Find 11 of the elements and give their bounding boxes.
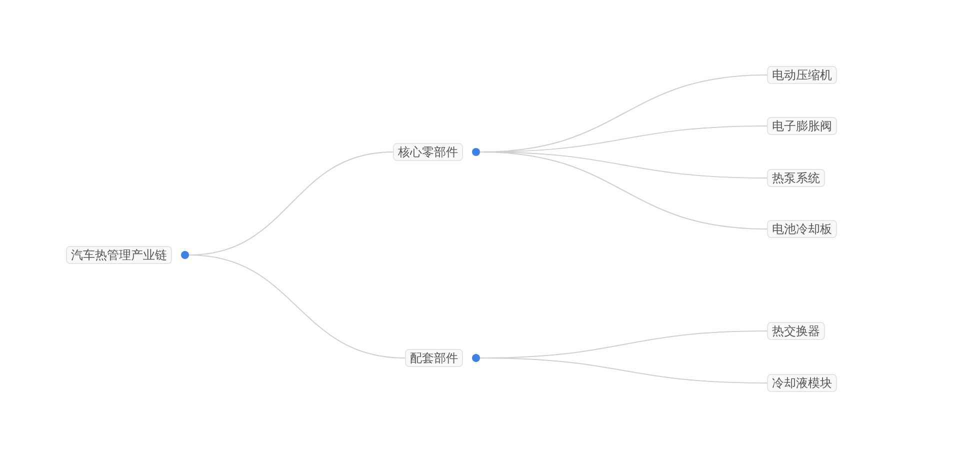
tree-label: 冷却液模块: [767, 374, 837, 392]
tree-label: 配套部件: [405, 349, 463, 367]
connector-line: [480, 358, 768, 384]
tree-label: 汽车热管理产业链: [66, 246, 172, 264]
tree-label: 电子膨胀阀: [767, 117, 837, 135]
tree-label: 热泵系统: [767, 169, 825, 187]
tree-label: 核心零部件: [393, 143, 463, 161]
tree-label: 电动压缩机: [767, 66, 837, 84]
tree-label: 热交换器: [767, 322, 825, 340]
connector-line: [188, 254, 406, 358]
tree-label: 电池冷却板: [767, 220, 837, 238]
